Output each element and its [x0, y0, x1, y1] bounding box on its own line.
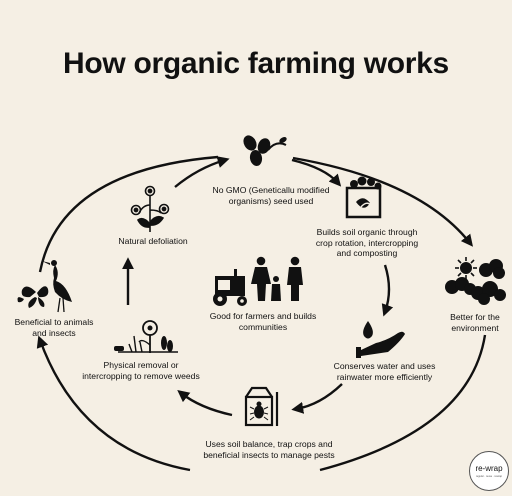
- logo-tagline: regular · reuse · rewrap: [475, 475, 503, 478]
- step-center: Good for farmers and builds communities: [209, 311, 317, 332]
- step-animals: Beneficial to animals and insects: [14, 317, 94, 338]
- step-pests: Uses soil balance, trap crops and benefi…: [203, 439, 335, 460]
- outer-arc-top-left: [38, 155, 219, 273]
- soil-frame-icon: [345, 176, 382, 219]
- water-hand-icon: [356, 321, 405, 358]
- step-defoliation: Natural defoliation: [118, 236, 188, 246]
- flower-plant-icon: [130, 185, 170, 232]
- step-soil-organic: Builds soil organic through crop rotatio…: [315, 227, 419, 258]
- arrow-soil-to-water: [381, 264, 394, 317]
- sun-clouds-icon: [445, 257, 506, 305]
- arrow-defoliation-to-gmo: [174, 156, 230, 188]
- arrow-water-to-pests: [291, 383, 343, 414]
- heron-butterfly-icon: [17, 260, 72, 313]
- step-no-gmo: No GMO (Geneticallu modified organisms) …: [212, 185, 330, 206]
- arrow-pests-to-weeds: [177, 390, 233, 417]
- step-environment: Better for the environment: [450, 312, 500, 333]
- outer-arc-bottom: [36, 335, 191, 472]
- logo-name: re-wrap: [475, 464, 503, 473]
- arrow-gmo-to-soil: [291, 158, 342, 187]
- step-water: Conserves water and uses rainwater more …: [333, 361, 436, 382]
- page-title: How organic farming works: [63, 47, 449, 80]
- weed-removal-icon: [114, 320, 178, 353]
- outer-arc-top-right: [292, 156, 473, 247]
- rewrap-logo: re-wrap regular · reuse · rewrap: [469, 451, 509, 491]
- outer-arc-bottom-right: [319, 334, 487, 472]
- step-weeds: Physical removal or intercropping to rem…: [82, 360, 200, 381]
- seed-beans-icon: [243, 135, 287, 166]
- bug-box-icon: [244, 386, 279, 427]
- tractor-family-icon: [213, 256, 303, 306]
